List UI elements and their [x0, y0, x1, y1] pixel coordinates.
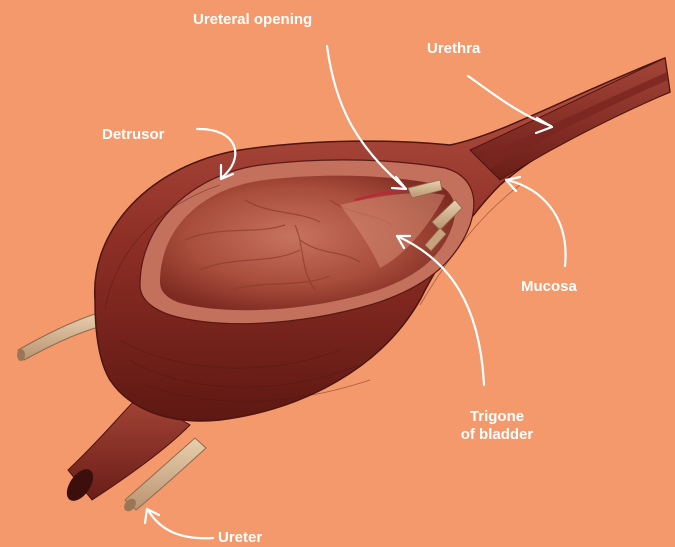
urethra-lumen — [480, 72, 668, 168]
label-urethra: Urethra — [427, 40, 480, 58]
label-mucosa: Mucosa — [521, 278, 577, 296]
left-ureter-end — [17, 349, 25, 361]
left-ureter-tube — [18, 313, 102, 360]
label-trigone-line2: of bladder — [447, 426, 547, 444]
arrow-mucosa — [507, 180, 566, 266]
label-detrusor: Detrusor — [102, 126, 165, 144]
label-ureter: Ureter — [218, 529, 262, 547]
label-trigone: Trigone of bladder — [447, 408, 547, 444]
label-ureteral-opening: Ureteral opening — [193, 11, 312, 29]
label-trigone-line1: Trigone — [447, 408, 547, 426]
